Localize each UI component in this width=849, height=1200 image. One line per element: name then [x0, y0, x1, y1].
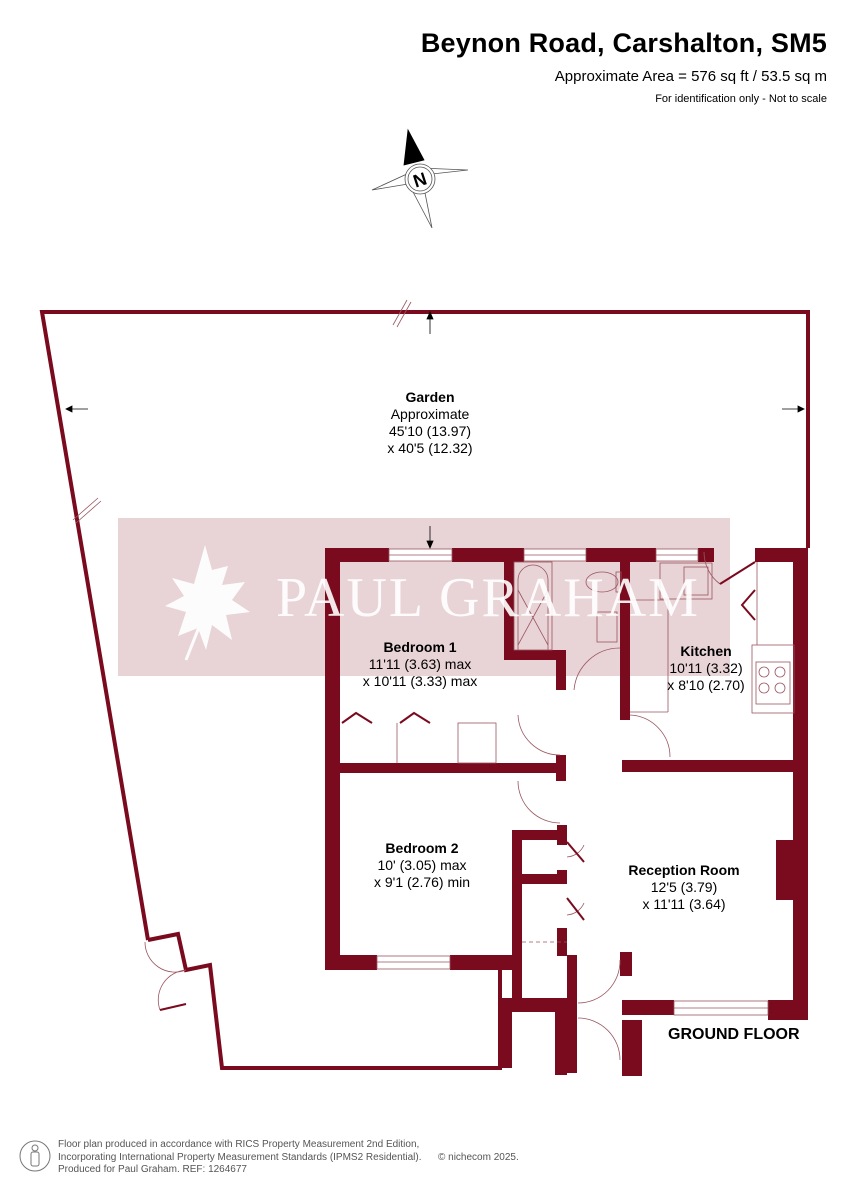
footer-disclaimer: Floor plan produced in accordance with R…: [58, 1139, 519, 1177]
approximate-area: Approximate Area = 576 sq ft / 53.5 sq m: [554, 68, 827, 85]
room-label-kitchen: Kitchen 10'11 (3.32) x 8'10 (2.70): [667, 643, 744, 694]
room-dim-1: 11'11 (3.63) max: [368, 656, 472, 672]
house-walls: [325, 548, 808, 1076]
break-marks: [72, 299, 412, 524]
svg-text:N: N: [411, 168, 430, 191]
room-dim-2: x 40'5 (12.32): [387, 440, 473, 456]
person-icon: [19, 1140, 51, 1172]
floor-label: GROUND FLOOR: [668, 1026, 800, 1043]
room-dim-2: x 8'10 (2.70): [667, 677, 745, 693]
footer-line-2: Incorporating International Property Mea…: [58, 1151, 422, 1163]
room-name: Bedroom 2: [385, 840, 459, 856]
footer-line-3: Produced for Paul Graham. REF: 1264677: [58, 1164, 247, 1175]
dimension-arrows: [65, 310, 805, 550]
room-name: Bedroom 1: [383, 639, 457, 655]
room-label-bedroom-1: Bedroom 1 11'11 (3.63) max x 10'11 (3.33…: [363, 639, 477, 690]
leaf-logo-icon: [165, 545, 250, 661]
room-dim-2: x 11'11 (3.64): [642, 896, 726, 912]
footer-copyright: © nichecom 2025.: [438, 1151, 519, 1163]
room-dim-2: x 9'1 (2.76) min: [373, 874, 471, 890]
room-dim-2: x 10'11 (3.33) max: [362, 673, 478, 689]
room-label-garden: Garden Approximate 45'10 (13.97) x 40'5 …: [387, 389, 472, 457]
room-dim-1: 12'5 (3.79): [650, 879, 718, 895]
room-name: Garden: [405, 389, 455, 405]
room-name: Kitchen: [680, 643, 732, 659]
fixtures: [396, 551, 795, 1061]
room-note: Approximate: [390, 406, 470, 422]
door-leaves: [147, 561, 756, 1011]
watermark-text: PAUL GRAHAM: [276, 567, 700, 629]
windows: [376, 548, 769, 1016]
scale-disclaimer: For identification only - Not to scale: [655, 93, 827, 105]
property-title: Beynon Road, Carshalton, SM5: [420, 28, 827, 58]
room-label-bedroom-2: Bedroom 2 10' (3.05) max x 9'1 (2.76) mi…: [374, 840, 470, 891]
footer-line-1: Floor plan produced in accordance with R…: [58, 1139, 420, 1150]
north-compass-icon: N: [371, 128, 469, 229]
room-dim-1: 45'10 (13.97): [388, 423, 472, 439]
garden-doors: [144, 941, 187, 1011]
room-label-reception-room: Reception Room 12'5 (3.79) x 11'11 (3.64…: [628, 862, 739, 913]
room-name: Reception Room: [628, 862, 740, 878]
room-dim-1: 10' (3.05) max: [377, 857, 467, 873]
room-dim-1: 10'11 (3.32): [669, 660, 743, 676]
